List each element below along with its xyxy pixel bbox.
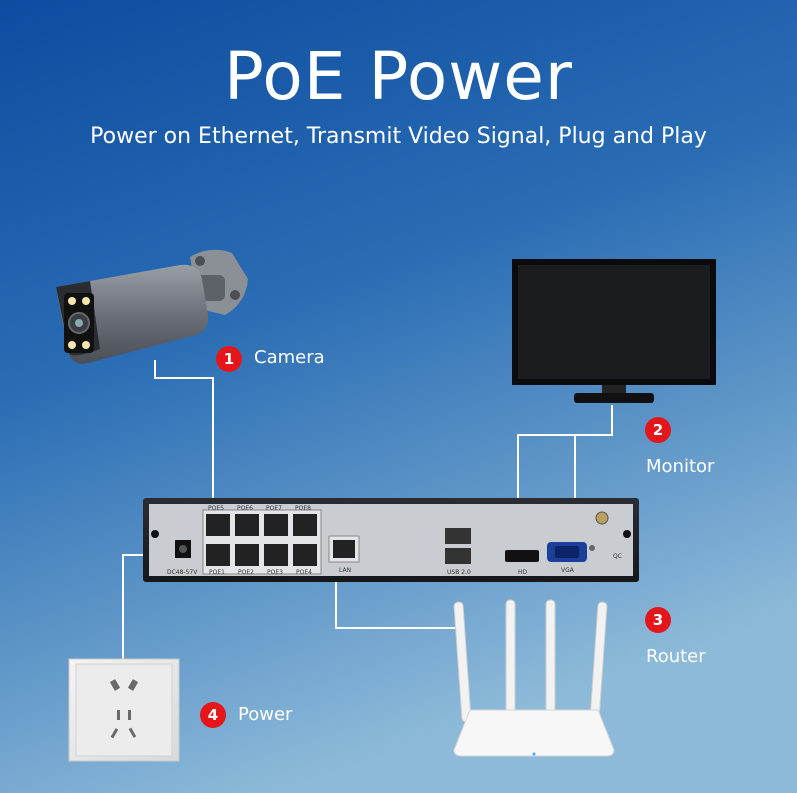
port-label-poe4: POE4 — [296, 569, 312, 576]
nvr-recorder-icon — [143, 498, 639, 582]
badge-router: 3 — [645, 607, 671, 633]
vga-label: VGA — [561, 567, 575, 574]
badge-power: 4 — [200, 702, 226, 728]
router-cable — [335, 565, 463, 629]
nvr-port-labels: POE5 POE6 POE7 POE8 POE1 POE2 POE3 POE4 … — [167, 505, 622, 576]
bullet-camera-icon — [56, 249, 248, 364]
page-subtitle: Power on Ethernet, Transmit Video Signal… — [90, 124, 707, 149]
badge-camera: 1 — [216, 346, 242, 372]
badge-monitor: 2 — [645, 417, 671, 443]
label-monitor: Monitor — [646, 456, 715, 477]
port-label-poe3: POE3 — [267, 569, 283, 576]
router-icon — [453, 599, 615, 757]
label-router: Router — [646, 646, 706, 667]
port-label-poe5: POE5 — [208, 505, 224, 512]
power-outlet-icon — [68, 658, 180, 762]
camera-cable — [154, 360, 214, 510]
monitor-cable — [517, 405, 613, 548]
qc-label: QC — [613, 553, 622, 560]
hd-label: HD — [518, 569, 528, 576]
port-label-poe1: POE1 — [209, 569, 225, 576]
port-label-poe6: POE6 — [237, 505, 253, 512]
lan-label: LAN — [339, 567, 351, 574]
usb-label: USB 2.0 — [447, 569, 471, 576]
monitor-icon — [512, 259, 716, 403]
dc-label: DC48-57V — [167, 569, 198, 576]
port-label-poe2: POE2 — [238, 569, 254, 576]
label-camera: Camera — [254, 347, 325, 368]
page-title: PoE Power — [223, 38, 574, 115]
port-label-poe8: POE8 — [295, 505, 311, 512]
label-power: Power — [238, 704, 293, 725]
port-label-poe7: POE7 — [266, 505, 282, 512]
